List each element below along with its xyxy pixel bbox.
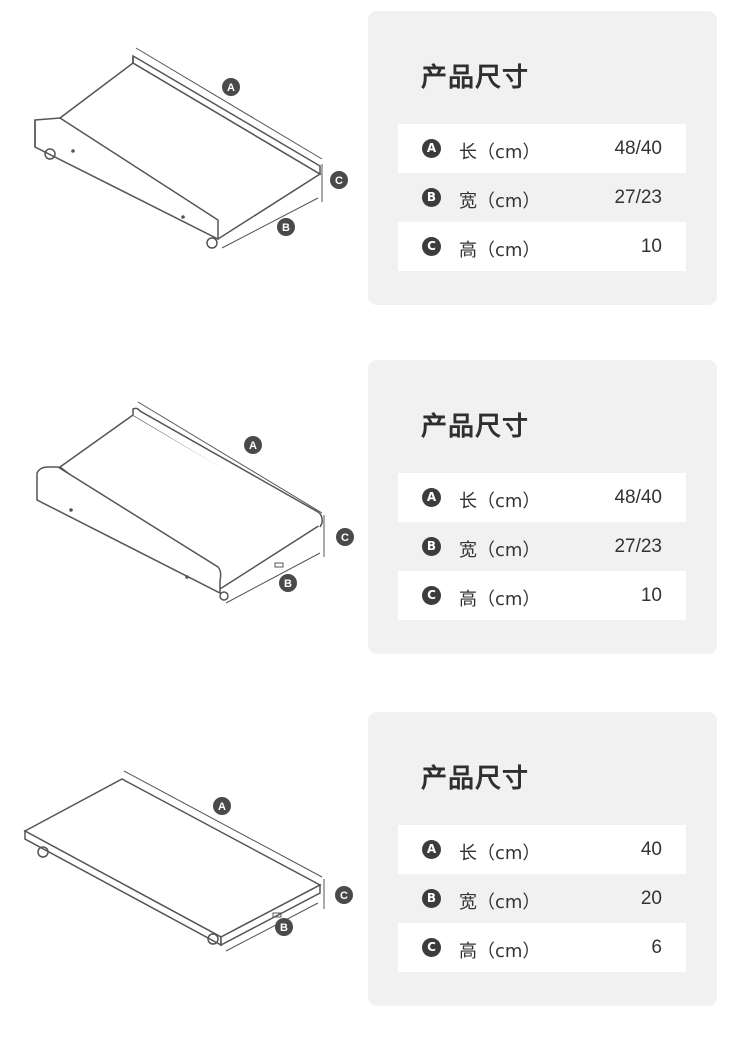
dimension-label-c: C	[335, 886, 353, 904]
row-badge: A	[422, 139, 441, 158]
row-value: 10	[640, 236, 662, 257]
spec-row-height: C 高（cm） 10	[398, 571, 686, 620]
spec-row-height: C 高（cm） 6	[398, 923, 686, 972]
dimension-label-a: A	[222, 78, 240, 96]
row-label: 宽（cm）	[459, 191, 541, 212]
dimension-label-c: C	[330, 171, 348, 189]
row-value: 48/40	[614, 487, 662, 508]
dimension-label-a: A	[213, 797, 231, 815]
row-label: 高（cm）	[459, 941, 541, 962]
spec-row-height: C 高（cm） 10	[398, 222, 686, 271]
svg-text:C: C	[340, 890, 348, 902]
dimension-label-b: B	[277, 218, 295, 236]
svg-text:A: A	[218, 801, 226, 813]
dimension-label-b: B	[279, 574, 297, 592]
spec-panel-1: 产品尺寸 A 长（cm） 48/40 B 宽（cm） 27/23 C 高（cm）…	[368, 11, 717, 305]
product-illustration-1: A B C	[0, 8, 362, 308]
product-spec-section-2: A B C 产品尺寸 A 长（cm） 48/40 B 宽（cm） 27/23	[0, 357, 750, 657]
product-spec-section-1: A B C 产品尺寸 A 长（cm） 48/40 B 宽（cm） 27/23	[0, 8, 750, 308]
row-value: 48/40	[614, 138, 662, 159]
dimension-label-a: A	[244, 436, 262, 454]
spec-table-1: A 长（cm） 48/40 B 宽（cm） 27/23 C 高（cm） 10	[398, 124, 686, 271]
spec-row-length: A 长（cm） 48/40	[398, 473, 686, 522]
row-label: 宽（cm）	[459, 540, 541, 561]
panel-title: 产品尺寸	[421, 412, 530, 442]
row-value: 10	[640, 585, 662, 606]
row-label: 高（cm）	[459, 589, 541, 610]
row-badge: B	[422, 188, 441, 207]
panel-title: 产品尺寸	[421, 764, 530, 794]
spec-panel-2: 产品尺寸 A 长（cm） 48/40 B 宽（cm） 27/23 C 高（cm）…	[368, 360, 717, 654]
row-label: 长（cm）	[459, 142, 541, 163]
svg-text:A: A	[227, 82, 235, 94]
row-value: 20	[640, 888, 662, 909]
spec-row-length: A 长（cm） 40	[398, 825, 686, 874]
spec-row-width: B 宽（cm） 27/23	[398, 522, 686, 571]
spec-table-3: A 长（cm） 40 B 宽（cm） 20 C 高（cm） 6	[398, 825, 686, 972]
product-spec-section-3: A B C 产品尺寸 A 长（cm） 40 B 宽（cm） 20	[0, 709, 750, 1009]
row-badge: A	[422, 840, 441, 859]
product-illustration-2: A B C	[0, 357, 362, 657]
panel-title: 产品尺寸	[421, 63, 530, 93]
dimension-label-b: B	[275, 918, 293, 936]
svg-text:C: C	[335, 175, 343, 187]
row-badge: B	[422, 889, 441, 908]
row-label: 长（cm）	[459, 491, 541, 512]
row-badge: A	[422, 488, 441, 507]
tray-with-rails-drawing: A B C	[34, 47, 348, 249]
spec-row-width: B 宽（cm） 27/23	[398, 173, 686, 222]
row-label: 宽（cm）	[459, 892, 541, 913]
svg-text:B: B	[284, 578, 292, 590]
product-illustration-3: A B C	[0, 709, 362, 1009]
row-value: 27/23	[614, 536, 662, 557]
spec-row-length: A 长（cm） 48/40	[398, 124, 686, 173]
dimension-label-c: C	[336, 528, 354, 546]
tray-with-rails-curved-drawing: A B C	[36, 401, 354, 604]
flat-board-drawing: A B C	[23, 770, 353, 952]
row-label: 长（cm）	[459, 843, 541, 864]
row-value: 40	[640, 839, 662, 860]
svg-text:B: B	[280, 922, 288, 934]
row-badge: C	[422, 586, 441, 605]
spec-panel-3: 产品尺寸 A 长（cm） 40 B 宽（cm） 20 C 高（cm） 6	[368, 712, 717, 1006]
row-badge: B	[422, 537, 441, 556]
svg-text:C: C	[341, 532, 349, 544]
row-value: 27/23	[614, 187, 662, 208]
row-label: 高（cm）	[459, 240, 541, 261]
row-value: 6	[651, 937, 662, 958]
svg-text:B: B	[282, 222, 290, 234]
spec-row-width: B 宽（cm） 20	[398, 874, 686, 923]
row-badge: C	[422, 237, 441, 256]
spec-table-2: A 长（cm） 48/40 B 宽（cm） 27/23 C 高（cm） 10	[398, 473, 686, 620]
row-badge: C	[422, 938, 441, 957]
svg-text:A: A	[249, 440, 257, 452]
